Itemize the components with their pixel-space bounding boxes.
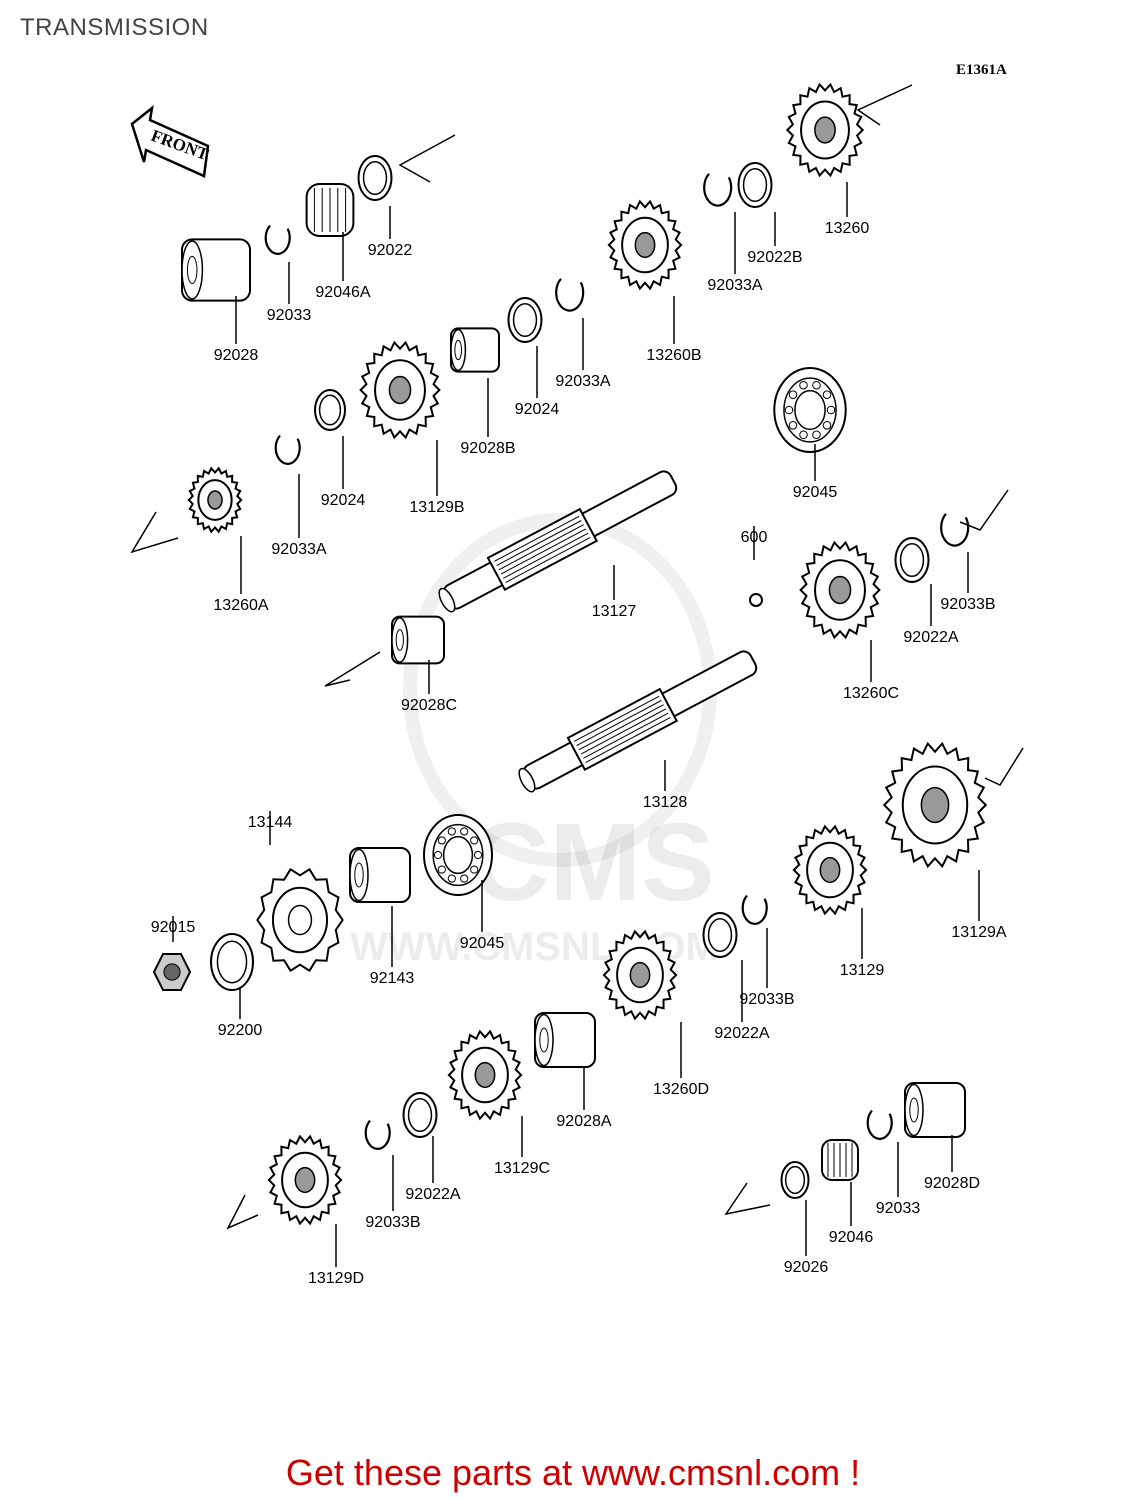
- part-ball: [750, 594, 762, 606]
- part-washer: [315, 390, 345, 430]
- part-circlip: [366, 1121, 390, 1149]
- part-number-label[interactable]: 13128: [643, 794, 688, 811]
- part-number-label[interactable]: 13260B: [646, 347, 701, 364]
- part-number-label[interactable]: 92033A: [271, 541, 326, 558]
- part-number-label[interactable]: 92033: [876, 1200, 921, 1217]
- part-needle-bearing: [307, 184, 354, 236]
- part-number-label[interactable]: 13260D: [653, 1081, 709, 1098]
- part-circlip: [941, 514, 968, 546]
- part-splined-bushing: [535, 1013, 595, 1067]
- part-number-label[interactable]: 13129: [840, 962, 885, 979]
- part-gear: [269, 1136, 341, 1223]
- part-number-label[interactable]: 92022A: [903, 629, 958, 646]
- part-number-label[interactable]: 92033B: [739, 991, 794, 1008]
- part-sprocket: [257, 869, 342, 970]
- part-toothed-washer: [896, 538, 929, 582]
- part-number-label[interactable]: 92143: [370, 970, 415, 987]
- part-shaft: [514, 644, 762, 799]
- part-number-label[interactable]: 92033B: [365, 1214, 420, 1231]
- part-toothed-washer: [739, 163, 772, 207]
- part-circlip: [556, 279, 583, 311]
- part-number-label[interactable]: 13129A: [951, 924, 1006, 941]
- part-gear: [787, 85, 862, 176]
- part-number-label[interactable]: 92033: [267, 307, 312, 324]
- part-number-label[interactable]: 92022A: [714, 1025, 769, 1042]
- part-number-label[interactable]: 92028A: [556, 1113, 611, 1130]
- part-number-label[interactable]: 92028B: [460, 440, 515, 457]
- part-number-label[interactable]: 92026: [784, 1259, 829, 1276]
- part-number-label[interactable]: 92033B: [940, 596, 995, 613]
- part-number-label[interactable]: 92046A: [315, 284, 370, 301]
- part-collar: [182, 239, 250, 300]
- part-number-label[interactable]: 92200: [218, 1022, 263, 1039]
- part-number-label[interactable]: 92045: [793, 484, 838, 501]
- part-gear: [609, 201, 681, 288]
- part-needle-bearing: [822, 1140, 858, 1180]
- part-ball-bearing: [424, 815, 492, 895]
- part-number-label[interactable]: 92028C: [401, 697, 457, 714]
- part-number-label[interactable]: 92028: [214, 347, 259, 364]
- part-nut: [154, 954, 190, 990]
- part-washer: [509, 298, 542, 342]
- part-shaft: [434, 464, 682, 619]
- part-gear: [884, 744, 986, 867]
- part-number-label[interactable]: 13129B: [409, 499, 464, 516]
- part-bushing: [392, 617, 444, 664]
- part-number-label[interactable]: 13260: [825, 220, 870, 237]
- part-number-label[interactable]: 13127: [592, 603, 637, 620]
- part-toothed-washer: [404, 1093, 437, 1137]
- part-number-label[interactable]: 13129D: [308, 1270, 364, 1287]
- part-collar: [350, 848, 410, 902]
- part-number-label[interactable]: 92024: [321, 492, 366, 509]
- part-number-label[interactable]: 13144: [248, 814, 293, 831]
- part-number-label[interactable]: 92033A: [707, 277, 762, 294]
- part-number-label[interactable]: 92022B: [747, 249, 802, 266]
- part-gear: [801, 543, 880, 638]
- part-number-label[interactable]: 92024: [515, 401, 560, 418]
- part-toothed-washer: [704, 913, 737, 957]
- part-number-label[interactable]: 92022A: [405, 1186, 460, 1203]
- part-washer: [782, 1162, 809, 1198]
- part-number-label[interactable]: 92045: [460, 935, 505, 952]
- part-number-label[interactable]: 13260C: [843, 685, 899, 702]
- part-gear: [189, 468, 241, 531]
- page-title: TRANSMISSION: [20, 14, 209, 41]
- footer-link[interactable]: Get these parts at www.cmsnl.com !: [285, 1452, 861, 1493]
- part-ball-bearing: [774, 368, 845, 452]
- part-number-label[interactable]: 600: [741, 529, 768, 546]
- part-number-label[interactable]: 13129C: [494, 1160, 550, 1177]
- part-circlip: [868, 1111, 892, 1139]
- part-collar: [905, 1083, 965, 1137]
- front-arrow-icon: FRONT: [130, 104, 212, 178]
- part-gear: [794, 826, 866, 913]
- part-circlip: [743, 896, 767, 924]
- part-number-label[interactable]: 92015: [151, 919, 196, 936]
- part-number-label[interactable]: 92022: [368, 242, 413, 259]
- part-splined-bushing: [451, 328, 499, 371]
- part-circlip: [704, 174, 731, 206]
- part-gear: [449, 1031, 521, 1118]
- part-number-label[interactable]: 92028D: [924, 1175, 980, 1192]
- part-lock-washer: [211, 934, 253, 990]
- watermark-logo: CMS: [470, 801, 714, 924]
- part-gear: [361, 343, 440, 438]
- part-number-label[interactable]: 92046: [829, 1229, 874, 1246]
- part-number-label[interactable]: 92033A: [555, 373, 610, 390]
- part-circlip: [276, 436, 300, 464]
- part-circlip: [266, 226, 290, 254]
- part-washer: [359, 156, 392, 200]
- diagram-code: E1361A: [956, 62, 1007, 78]
- part-number-label[interactable]: 13260A: [213, 597, 268, 614]
- assembly-guide-lines: [130, 84, 1024, 1230]
- part-gear: [604, 931, 676, 1018]
